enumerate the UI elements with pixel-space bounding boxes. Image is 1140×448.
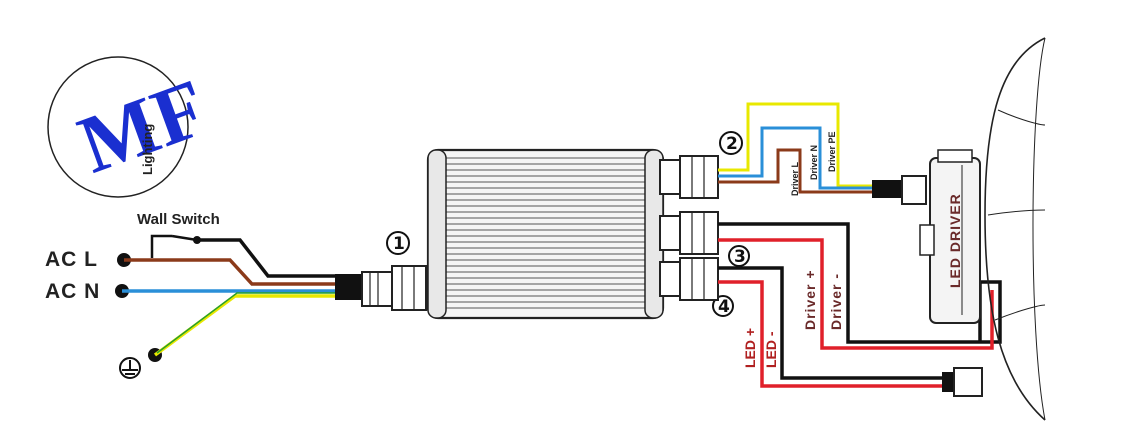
port-1-badge: 1 — [386, 231, 410, 255]
driver-minus-label: Driver - — [828, 273, 844, 330]
svg-text:1: 1 — [393, 234, 405, 254]
led-driver-box: LED DRIVER — [919, 149, 981, 324]
input-wires — [122, 234, 365, 357]
port-2-badge: 2 — [719, 131, 743, 155]
svg-text:4: 4 — [718, 297, 730, 317]
svg-text:2: 2 — [726, 134, 738, 154]
led-output-wires — [718, 266, 983, 397]
logo-text: Lighting — [140, 124, 155, 175]
wall-switch-label: Wall Switch — [137, 211, 220, 228]
ground-icon — [119, 357, 141, 379]
output-cable-glands — [659, 155, 719, 301]
luminaire — [984, 37, 1046, 421]
driver-l-label: Driver L — [790, 161, 800, 196]
input-cable-gland — [361, 265, 427, 311]
port-3-badge: 3 — [728, 245, 750, 267]
driver-output-wires — [718, 222, 1002, 350]
driver-pe-label: Driver PE — [827, 131, 837, 172]
led-driver-label: LED DRIVER — [947, 193, 963, 288]
driver-supply-wires — [718, 102, 927, 205]
led-minus-label: LED - — [763, 331, 779, 368]
driver-plus-label: Driver + — [802, 269, 818, 330]
led-plus-label: LED + — [742, 328, 758, 368]
mf-lighting-logo: MF Lighting — [47, 56, 218, 198]
controller-box — [426, 148, 665, 320]
ac-l-label: AC L — [45, 248, 98, 271]
svg-text:3: 3 — [734, 247, 746, 267]
driver-n-label: Driver N — [809, 145, 819, 180]
ac-n-label: AC N — [45, 280, 100, 303]
